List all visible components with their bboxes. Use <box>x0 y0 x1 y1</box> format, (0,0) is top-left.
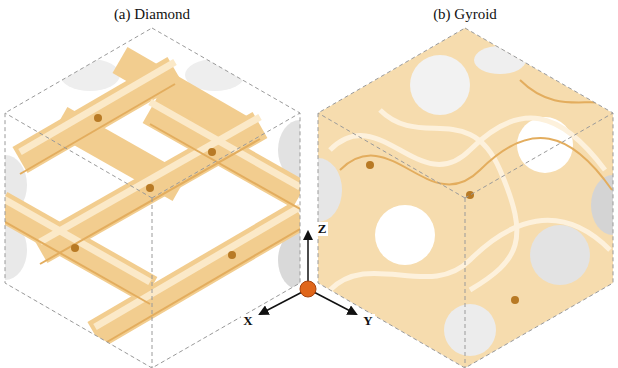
panel-title: (b) Gyroid <box>433 6 497 23</box>
axis-label: Z <box>316 222 329 236</box>
panel-title: (a) Diamond <box>114 6 190 23</box>
axis-label: X <box>241 314 254 328</box>
gyroid-structure <box>294 28 618 368</box>
axis-origin <box>300 281 316 297</box>
cube-outline <box>5 28 300 368</box>
axis-label: Y <box>361 314 374 328</box>
axis-triad <box>260 232 356 314</box>
cube-outline <box>318 28 613 368</box>
diamond-structure <box>0 28 322 368</box>
